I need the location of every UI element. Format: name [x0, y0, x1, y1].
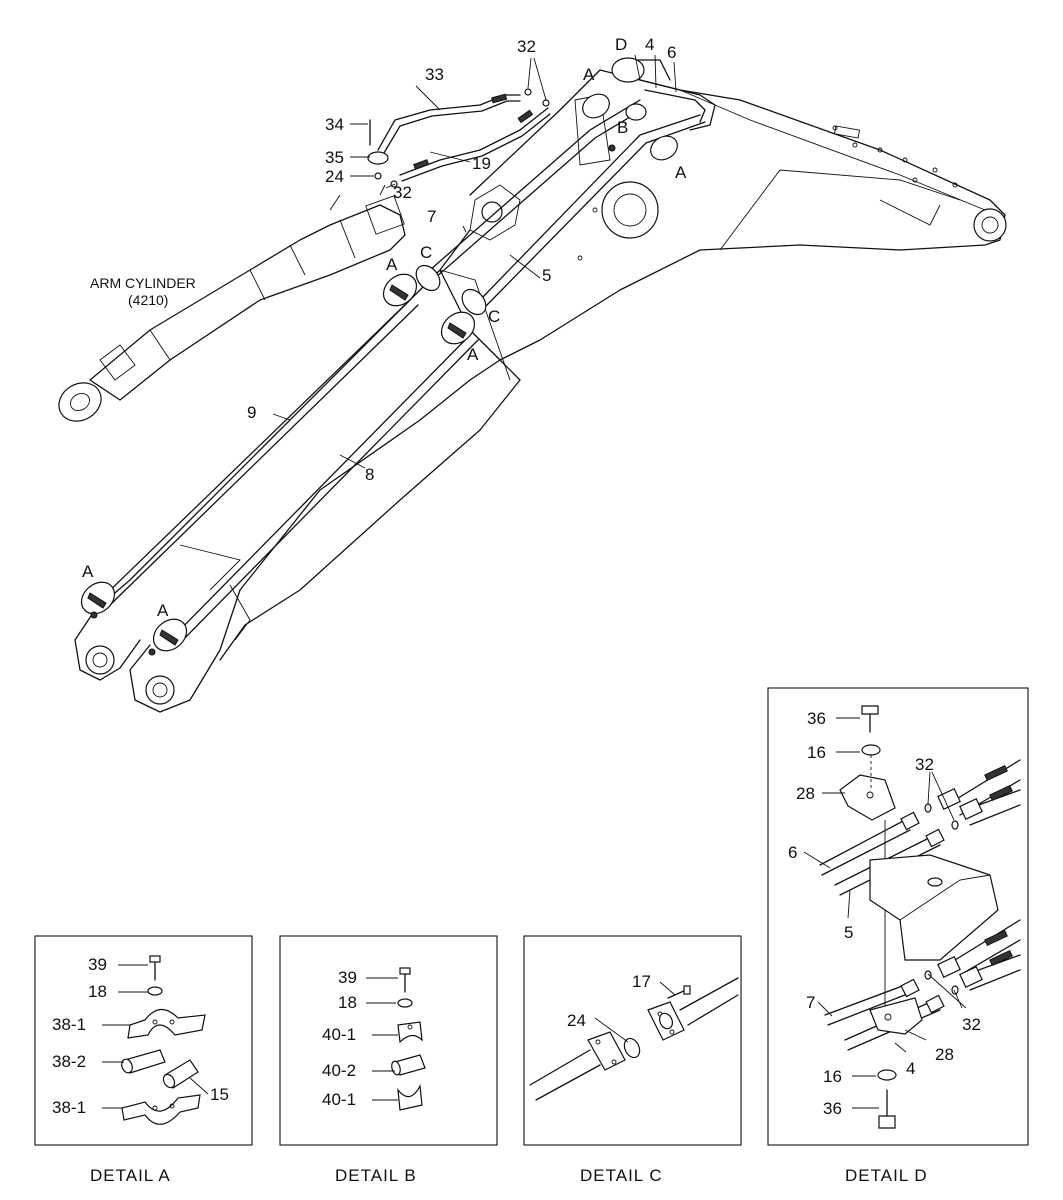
- arm-cylinder-title: ARM CYLINDER: [90, 275, 196, 291]
- detail-d-label-28: 28: [796, 784, 815, 803]
- label-A5: A: [82, 562, 94, 581]
- detail-d-caption: DETAIL D: [845, 1166, 928, 1185]
- label-A1: A: [583, 65, 595, 84]
- detail-c-caption: DETAIL C: [580, 1166, 663, 1185]
- detail-d-label-7: 7: [806, 993, 815, 1012]
- detail-a-label-18: 18: [88, 982, 107, 1001]
- label-D: D: [615, 35, 627, 54]
- detail-d-label-28b: 28: [935, 1045, 954, 1064]
- label-C2: C: [488, 307, 500, 326]
- detail-a-label-38-1: 38-1: [52, 1015, 86, 1034]
- detail-b-label-40-2: 40-2: [322, 1061, 356, 1080]
- detail-c: [523, 935, 742, 1146]
- label-A3: A: [386, 255, 398, 274]
- label-B: B: [617, 118, 628, 137]
- boom: [439, 69, 1007, 361]
- detail-d-label-32b: 32: [962, 1015, 981, 1034]
- label-19: 19: [472, 154, 491, 173]
- detail-d-label-6: 6: [788, 843, 797, 862]
- detail-c-label-24: 24: [567, 1011, 586, 1030]
- label-A2: A: [675, 163, 687, 182]
- leaders-main: [272, 54, 677, 469]
- detail-d-label-16: 16: [807, 743, 826, 762]
- label-6: 6: [667, 43, 676, 62]
- detail-d-label-5: 5: [844, 923, 853, 942]
- label-9: 9: [247, 403, 256, 422]
- detail-d-label-32: 32: [915, 755, 934, 774]
- detail-a-label-38-1b: 38-1: [52, 1098, 86, 1117]
- detail-d-label-4: 4: [906, 1059, 915, 1078]
- detail-b-caption: DETAIL B: [335, 1166, 417, 1185]
- detail-b-label-40-1b: 40-1: [322, 1090, 356, 1109]
- label-24: 24: [325, 167, 344, 186]
- detail-b: [279, 935, 498, 1146]
- detail-c-label-17: 17: [632, 972, 651, 991]
- detail-a-label-38-2: 38-2: [52, 1052, 86, 1071]
- label-35: 35: [325, 148, 344, 167]
- label-5: 5: [542, 266, 551, 285]
- detail-b-label-40-1: 40-1: [322, 1025, 356, 1044]
- detail-d-label-36: 36: [807, 709, 826, 728]
- label-7: 7: [427, 207, 436, 226]
- hoses: [367, 88, 551, 188]
- detail-d-label-16b: 16: [823, 1067, 842, 1086]
- arm-cylinder: [58, 184, 406, 422]
- label-C1: C: [420, 243, 432, 262]
- detail-b-label-18: 18: [338, 993, 357, 1012]
- detail-d: [767, 687, 1029, 1146]
- label-32b: 32: [393, 183, 412, 202]
- label-A6: A: [157, 601, 169, 620]
- label-34: 34: [325, 115, 344, 134]
- label-33: 33: [425, 65, 444, 84]
- label-A4: A: [467, 345, 479, 364]
- label-8: 8: [365, 465, 374, 484]
- arm-cylinder-code: (4210): [128, 292, 168, 308]
- detail-d-label-36b: 36: [823, 1099, 842, 1118]
- clamps: [80, 57, 678, 656]
- detail-a-caption: DETAIL A: [90, 1166, 171, 1185]
- pipes: [99, 59, 716, 646]
- label-4: 4: [645, 35, 654, 54]
- detail-a-label-15: 15: [210, 1085, 229, 1104]
- arm: [74, 94, 611, 713]
- detail-a: [34, 935, 253, 1146]
- label-32: 32: [517, 37, 536, 56]
- detail-a-label-39: 39: [88, 955, 107, 974]
- detail-b-label-39: 39: [338, 968, 357, 987]
